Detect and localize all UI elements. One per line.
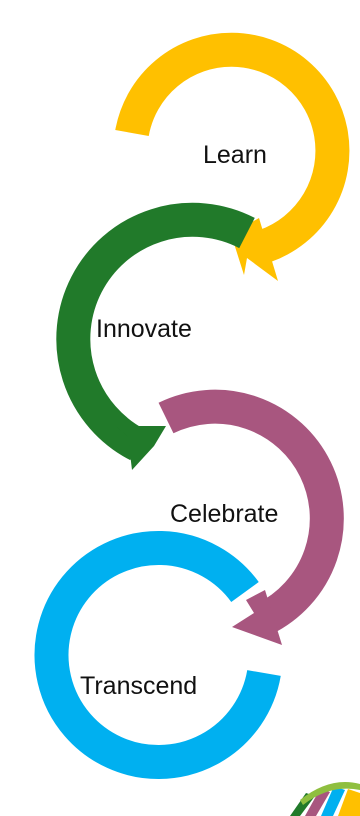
innovate-arc — [56, 202, 255, 461]
celebrate-arrowhead — [232, 590, 282, 645]
celebrate-label: Celebrate — [170, 500, 279, 528]
celebrate-arc — [158, 389, 344, 635]
transcend-arc — [34, 531, 281, 779]
learn-label: Learn — [203, 141, 267, 169]
innovate-arrowhead — [116, 426, 166, 470]
innovate-label: Innovate — [96, 315, 192, 343]
logo-mark — [290, 782, 360, 816]
transcend-label: Transcend — [80, 672, 198, 700]
learn-arc — [115, 32, 350, 263]
